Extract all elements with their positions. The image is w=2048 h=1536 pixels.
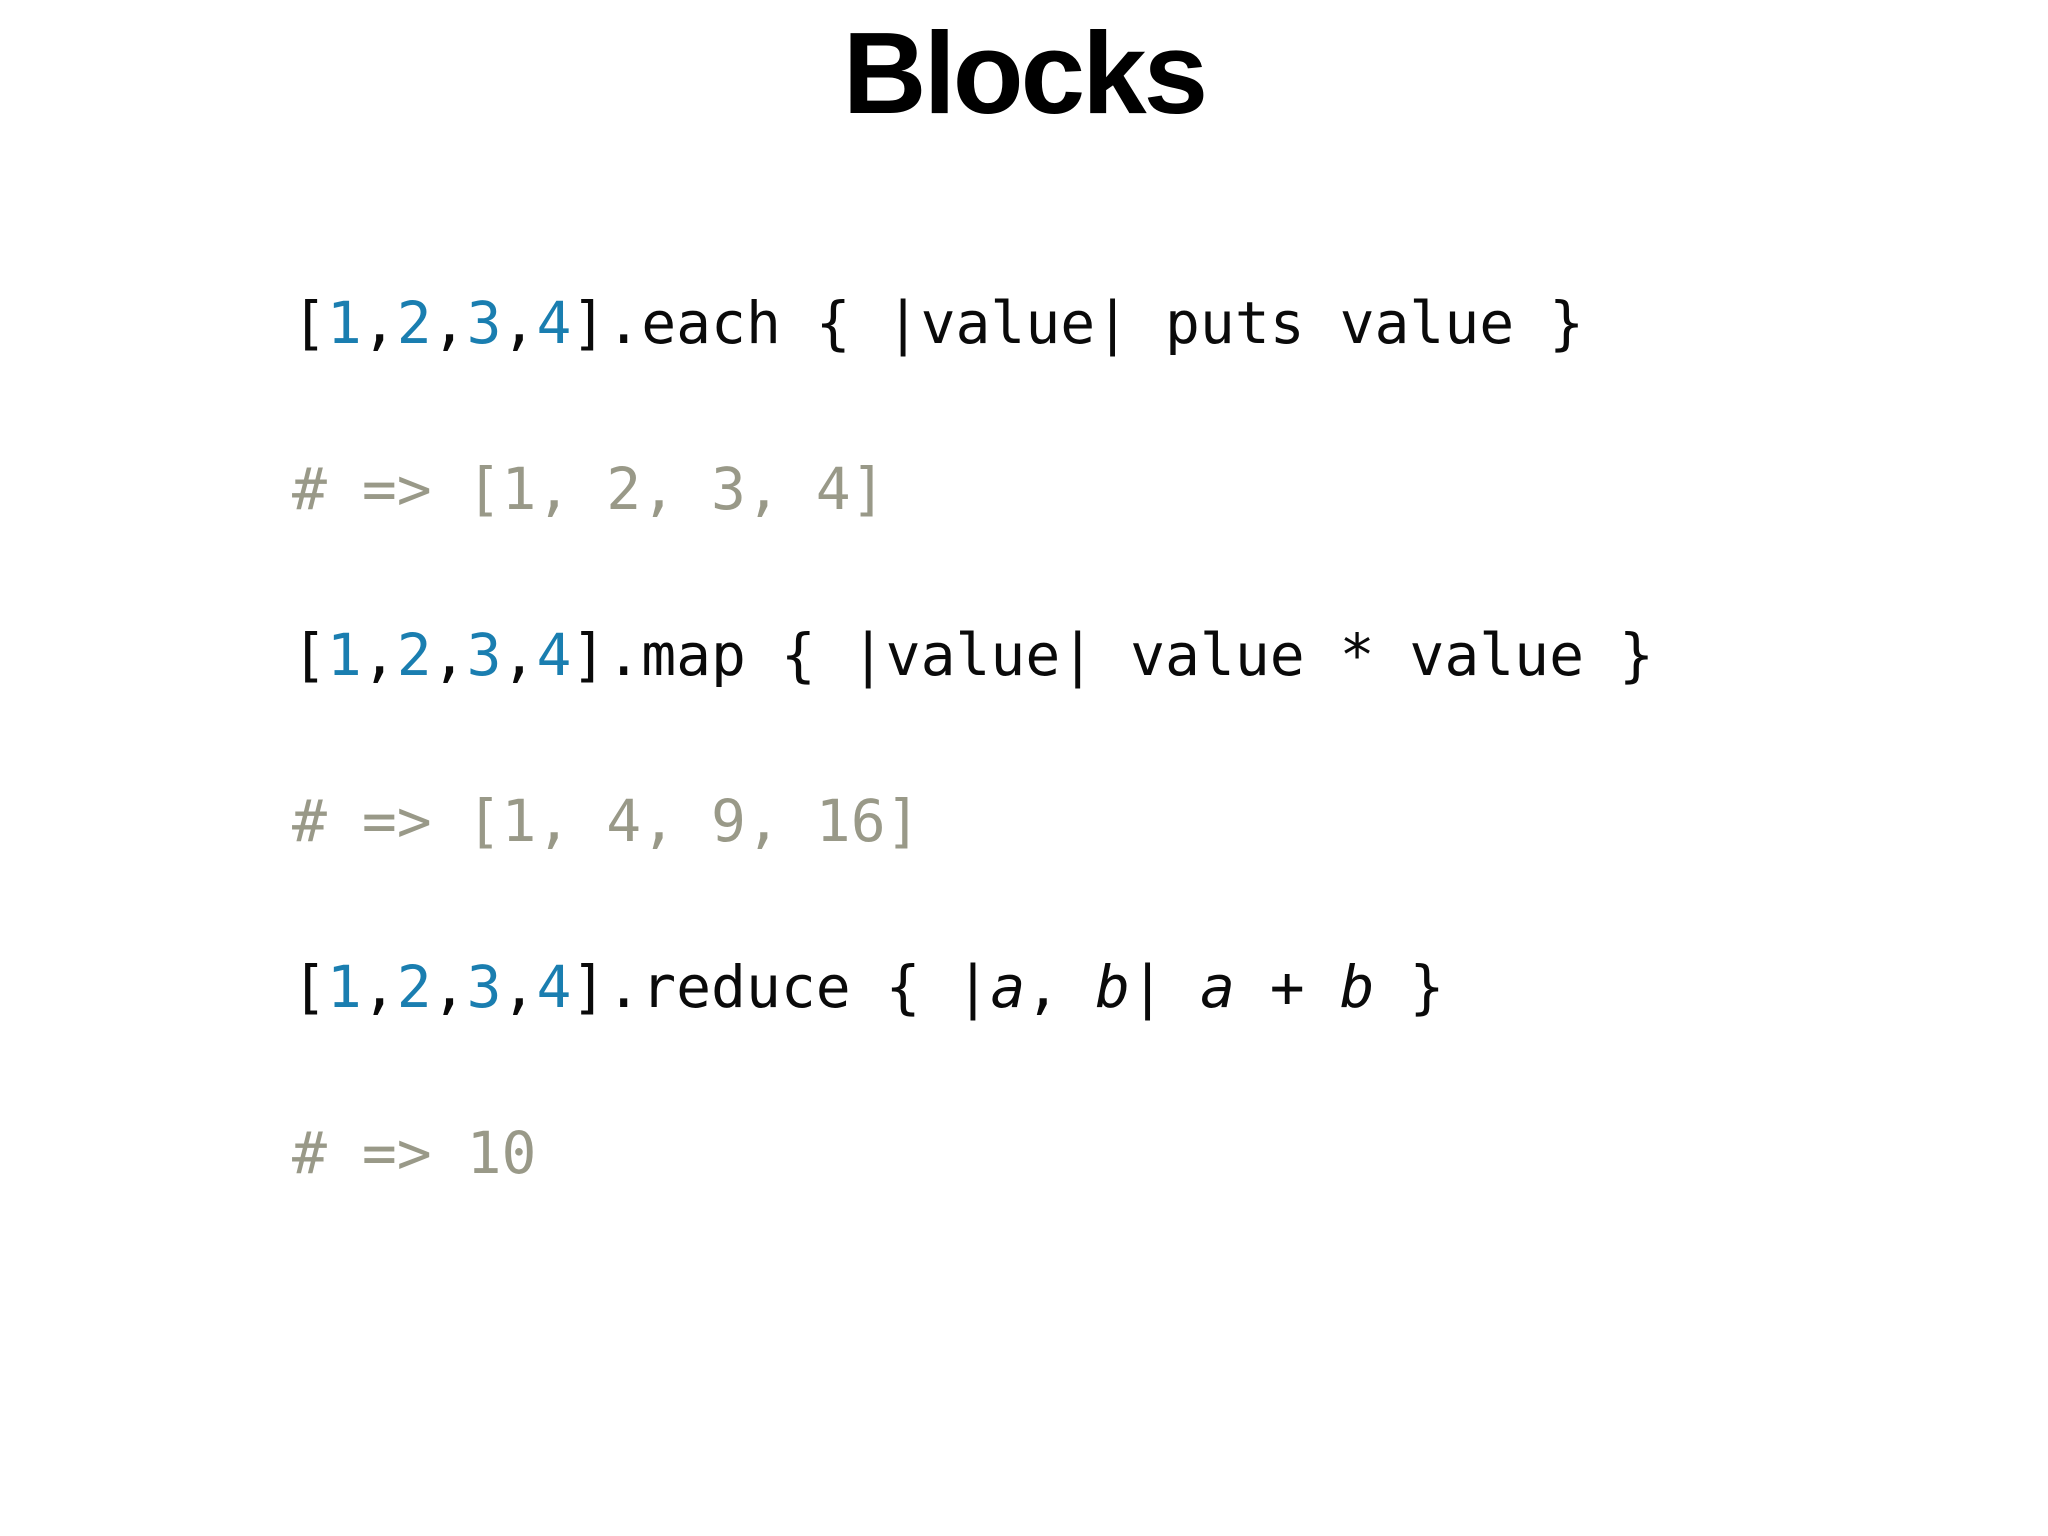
code-segment-number: 3: [466, 621, 502, 689]
code-segment-number: 4: [536, 953, 572, 1021]
code-segment-plain: [: [292, 289, 327, 357]
code-segment-plain: ].map { |value| value * value }: [571, 621, 1654, 689]
code-segment-comment: # => [1, 4, 9, 16]: [292, 787, 921, 855]
code-segment-plain: ,: [361, 953, 397, 1021]
code-segment-plain: ].each { |value| puts value }: [571, 289, 1585, 357]
code-segment-number: 1: [326, 621, 362, 689]
code-line: [1,2,3,4].each { |value| puts value }: [292, 240, 1654, 406]
code-segment-plain: +: [1234, 953, 1340, 1021]
code-segment-plain: |: [1130, 953, 1200, 1021]
code-segment-comment: # => 10: [292, 1119, 537, 1187]
code-segment-plain: ,: [431, 289, 467, 357]
code-segment-plain: ].reduce { |: [571, 953, 991, 1021]
code-segment-number: 4: [536, 621, 572, 689]
comment-line: # => [1, 4, 9, 16]: [292, 738, 1654, 904]
code-segment-number: 3: [466, 289, 502, 357]
code-block: [1,2,3,4].each { |value| puts value }# =…: [292, 240, 1654, 1236]
code-segment-comment: # => [1, 2, 3, 4]: [292, 455, 886, 523]
code-segment-plain: ,: [1025, 953, 1096, 1021]
code-segment-variable: a: [990, 953, 1026, 1021]
code-segment-plain: ,: [361, 621, 397, 689]
code-segment-number: 2: [396, 621, 432, 689]
slide-title: Blocks: [842, 8, 1208, 138]
comment-line: # => [1, 2, 3, 4]: [292, 406, 1654, 572]
code-segment-variable: a: [1199, 953, 1235, 1021]
code-segment-plain: [: [292, 953, 327, 1021]
code-segment-plain: ,: [361, 289, 397, 357]
code-segment-variable: b: [1095, 953, 1131, 1021]
code-segment-plain: [: [292, 621, 327, 689]
code-segment-number: 1: [326, 289, 362, 357]
code-segment-plain: ,: [501, 953, 537, 1021]
code-line: [1,2,3,4].map { |value| value * value }: [292, 572, 1654, 738]
code-segment-plain: ,: [501, 289, 537, 357]
code-segment-number: 4: [536, 289, 572, 357]
code-segment-number: 2: [396, 289, 432, 357]
code-segment-plain: ,: [501, 621, 537, 689]
code-segment-plain: ,: [431, 953, 467, 1021]
code-segment-plain: ,: [431, 621, 467, 689]
code-segment-plain: }: [1374, 953, 1445, 1021]
code-line: [1,2,3,4].reduce { |a, b| a + b }: [292, 904, 1654, 1070]
code-segment-number: 2: [396, 953, 432, 1021]
code-segment-variable: b: [1339, 953, 1375, 1021]
code-segment-number: 1: [326, 953, 362, 1021]
code-segment-number: 3: [466, 953, 502, 1021]
comment-line: # => 10: [292, 1070, 1654, 1236]
